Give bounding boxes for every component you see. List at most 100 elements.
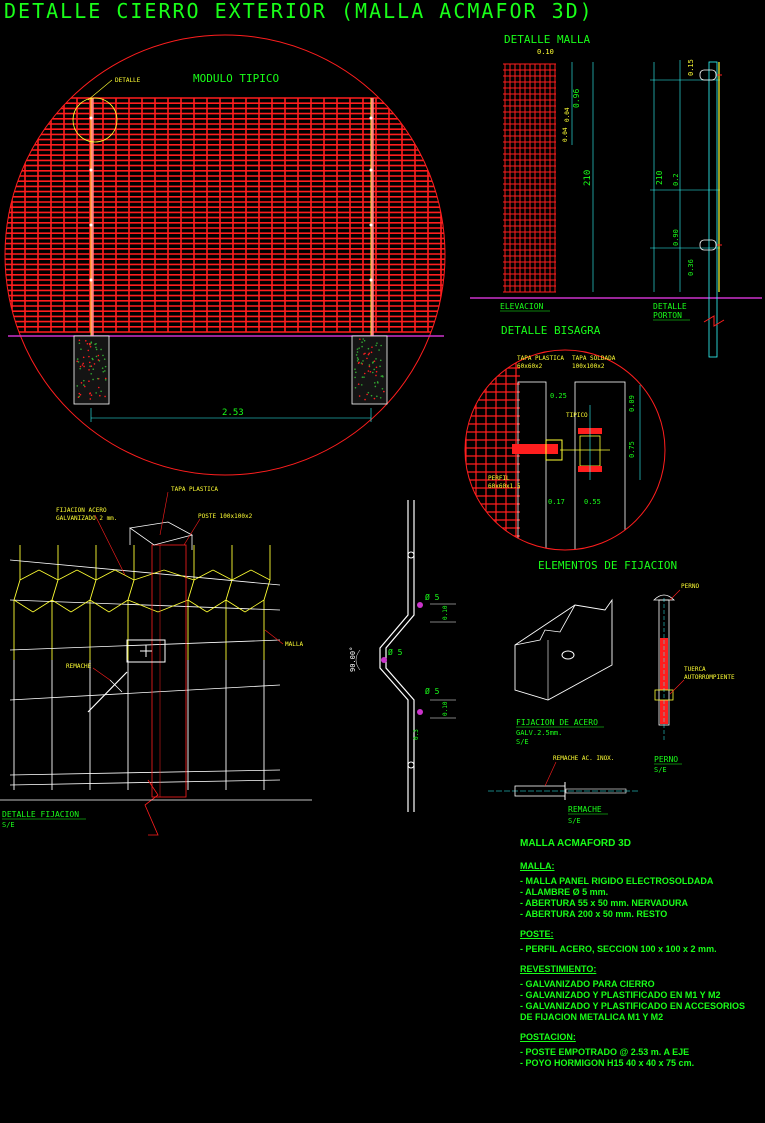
detalle-malla-title: DETALLE MALLA [504, 33, 590, 46]
aggregate-dot [371, 346, 373, 348]
aggregate-dot [357, 358, 360, 361]
aggregate-dot [85, 340, 87, 342]
aggregate-dot [77, 361, 80, 363]
aggregate-dot [81, 364, 84, 366]
aggregate-dot [376, 381, 379, 383]
detail-circle [4, 34, 446, 476]
aggregate-dot [383, 390, 385, 393]
aggregate-dot [104, 379, 107, 381]
tuerca-type: AUTORROMPIENTE [684, 674, 735, 681]
detalle-porton-label-1: DETALLE [653, 302, 687, 311]
section-dim-d5b: Ø 5 [388, 647, 403, 657]
notes-malla-line: - ABERTURA 200 x 50 mm. RESTO [520, 909, 668, 919]
concrete-footing-right [351, 335, 388, 405]
fence-bend [13, 599, 34, 613]
fence-wire-v [263, 579, 271, 601]
aggregate-dot [76, 385, 79, 387]
fijacion-scale: S/E [2, 821, 15, 829]
tapa-soldada-size: 100x100x2 [572, 363, 605, 370]
aggregate-dot [364, 398, 366, 401]
clamp-point [89, 116, 93, 120]
aggregate-dot [373, 382, 376, 384]
aggregate-dot [102, 354, 104, 357]
fence-bend [70, 599, 91, 613]
aggregate-dot [372, 371, 374, 374]
aggregate-dot [89, 365, 91, 368]
notes-rev-line: - GALVANIZADO Y PLASTIFICADO EN M1 Y M2 [520, 990, 721, 1000]
porton-dim-090: 0.90 [672, 229, 680, 246]
aggregate-dot [83, 365, 85, 368]
aggregate-dot [88, 355, 90, 358]
elementos-title: ELEMENTOS DE FIJACION [538, 559, 677, 572]
fijacion-acero-galv: GALV.2.5mm. [516, 729, 562, 737]
aggregate-dot [104, 370, 106, 372]
malla-dim-210: 210 [583, 170, 593, 186]
notes-post-line: - POSTE EMPOTRADO @ 2.53 m. A EJE [520, 1047, 690, 1057]
section-angle: 90.00° [349, 647, 357, 672]
aggregate-dot [89, 345, 92, 348]
fence-bend [19, 569, 40, 581]
aggregate-dot [355, 371, 357, 374]
fence-bend [206, 599, 227, 613]
clamp-point [369, 168, 373, 172]
aggregate-dot [104, 365, 107, 368]
clamp-point [369, 116, 373, 120]
aggregate-dot [354, 386, 357, 389]
aggregate-dot [97, 359, 100, 361]
bisagra-dim-055: 0.55 [584, 498, 601, 506]
clamp-point [89, 223, 93, 227]
fence-wire-h [9, 779, 281, 786]
drawing-title: DETALLE CIERRO EXTERIOR (MALLA ACMAFOR 3… [4, 0, 594, 23]
aggregate-dot [372, 361, 375, 363]
bisagra-title: DETALLE BISAGRA [501, 324, 601, 337]
perno-top-label: PERNO [681, 583, 699, 590]
elementos-fijacion: ELEMENTOS DE FIJACION FIJACION DE ACERO … [488, 559, 735, 825]
aggregate-dot [361, 345, 363, 348]
aggregate-dot [78, 395, 81, 398]
notes-postacion-heading: POSTACION: [520, 1032, 576, 1042]
aggregate-dot [100, 390, 102, 393]
tuerca-label: TUERCA [684, 666, 706, 673]
aggregate-dot [366, 357, 368, 360]
aggregate-dot [83, 379, 85, 382]
fence-bend [193, 569, 214, 581]
malla-label: MALLA [285, 641, 303, 648]
aggregate-dot [367, 370, 370, 372]
fence-bend [32, 599, 53, 613]
aggregate-dot [88, 380, 90, 383]
aggregate-dot [89, 398, 92, 400]
mesh-panel [5, 97, 445, 336]
clamp-point [369, 278, 373, 282]
aggregate-dot [358, 395, 361, 397]
aggregate-dot [78, 342, 81, 345]
aggregate-dot [379, 365, 381, 368]
aggregate-dot [100, 348, 102, 351]
fence-bend [38, 569, 59, 581]
aggregate-dot [99, 394, 101, 397]
fence-wire-h [9, 559, 281, 586]
fence-bend [114, 569, 135, 581]
clamp-point [89, 278, 93, 282]
fence-bend [250, 569, 271, 581]
aggregate-dot [363, 376, 365, 378]
aggregate-dot [363, 353, 365, 355]
aggregate-dot [79, 367, 81, 370]
aggregate-dot [76, 358, 79, 360]
aggregate-dot [367, 347, 370, 350]
bisagra-dim-075: 0.75 [628, 441, 636, 458]
notes-post-line: - POYO HORMIGON H15 40 x 40 x 75 cm. [520, 1058, 695, 1068]
aggregate-dot [86, 342, 89, 345]
notes-rev-line: - GALVANIZADO Y PLASTIFICADO EN ACCESORI… [520, 1001, 746, 1011]
detalle-porton-label-2: PORTON [653, 311, 682, 320]
detalle-malla: DETALLE MALLA 0.10 0.96 0.04 0.04 210 EL… [470, 33, 762, 358]
aggregate-dot [354, 376, 356, 379]
notes-malla-line: - ALAMBRE Ø 5 mm. [520, 887, 609, 897]
notes-rev-line: - GALVANIZADO PARA CIERRO [520, 979, 655, 989]
aggregate-dot [80, 348, 82, 351]
fence-wire-v [127, 579, 135, 601]
aggregate-dot [367, 391, 370, 394]
aggregate-dot [354, 368, 356, 371]
tapa-soldada-label: TAPA SOLDADA [572, 355, 616, 362]
perno-name: PERNO [654, 755, 678, 764]
